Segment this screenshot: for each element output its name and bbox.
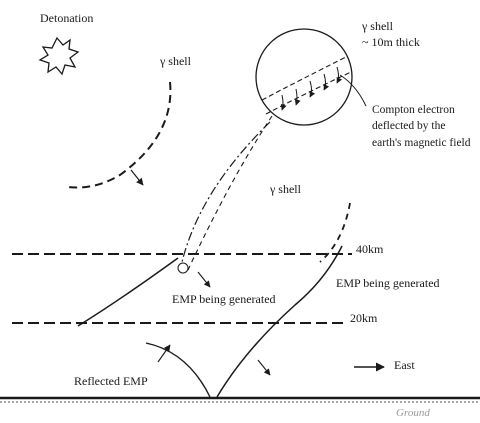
gamma-shell-label-upper: γ shell: [160, 54, 191, 68]
detonation-label: Detonation: [40, 11, 94, 25]
emp-arrow-right: [257, 359, 271, 376]
magnify-guide-dashdot: [181, 121, 271, 263]
compton-electron-paths: [280, 66, 343, 111]
compton-label-line2: deflected by the: [372, 120, 446, 132]
shell-detail-band: [261, 56, 352, 115]
emp-curve-left: [77, 257, 179, 327]
emp-generated-label-right: EMP being generated: [336, 276, 440, 290]
shell-motion-arrow-upper: [130, 169, 144, 186]
east-label: East: [394, 358, 415, 372]
emp-curve-right: [216, 245, 343, 398]
reflected-emp-label: Reflected EMP: [74, 374, 148, 388]
compton-label-line1: Compton electron: [372, 104, 455, 116]
emp-source-marker: [177, 262, 189, 274]
altitude-label-20km: 20km: [350, 311, 378, 325]
magnify-guide-dashed: [187, 115, 273, 271]
gamma-shell-label-lower: γ shell: [270, 182, 301, 196]
altitude-label-40km: 40km: [356, 242, 384, 256]
emp-generated-label-left: EMP being generated: [172, 292, 276, 306]
reflected-emp-arrow: [157, 344, 171, 363]
ground-label: Ground: [396, 407, 430, 419]
compton-label-line3: earth's magnetic field: [372, 137, 471, 149]
detonation-burst: [38, 36, 80, 76]
reflected-emp-curve: [145, 342, 211, 398]
gamma-shell-label-detail: γ shell: [362, 19, 393, 33]
gamma-shell-arc-lower: [319, 202, 351, 263]
emp-arrow-left: [197, 271, 211, 288]
gamma-shell-arc-upper: [67, 81, 172, 189]
shell-thickness-label: ~ 10m thick: [362, 35, 420, 49]
compton-leader-line: [339, 74, 367, 107]
detail-circle: [255, 28, 353, 126]
